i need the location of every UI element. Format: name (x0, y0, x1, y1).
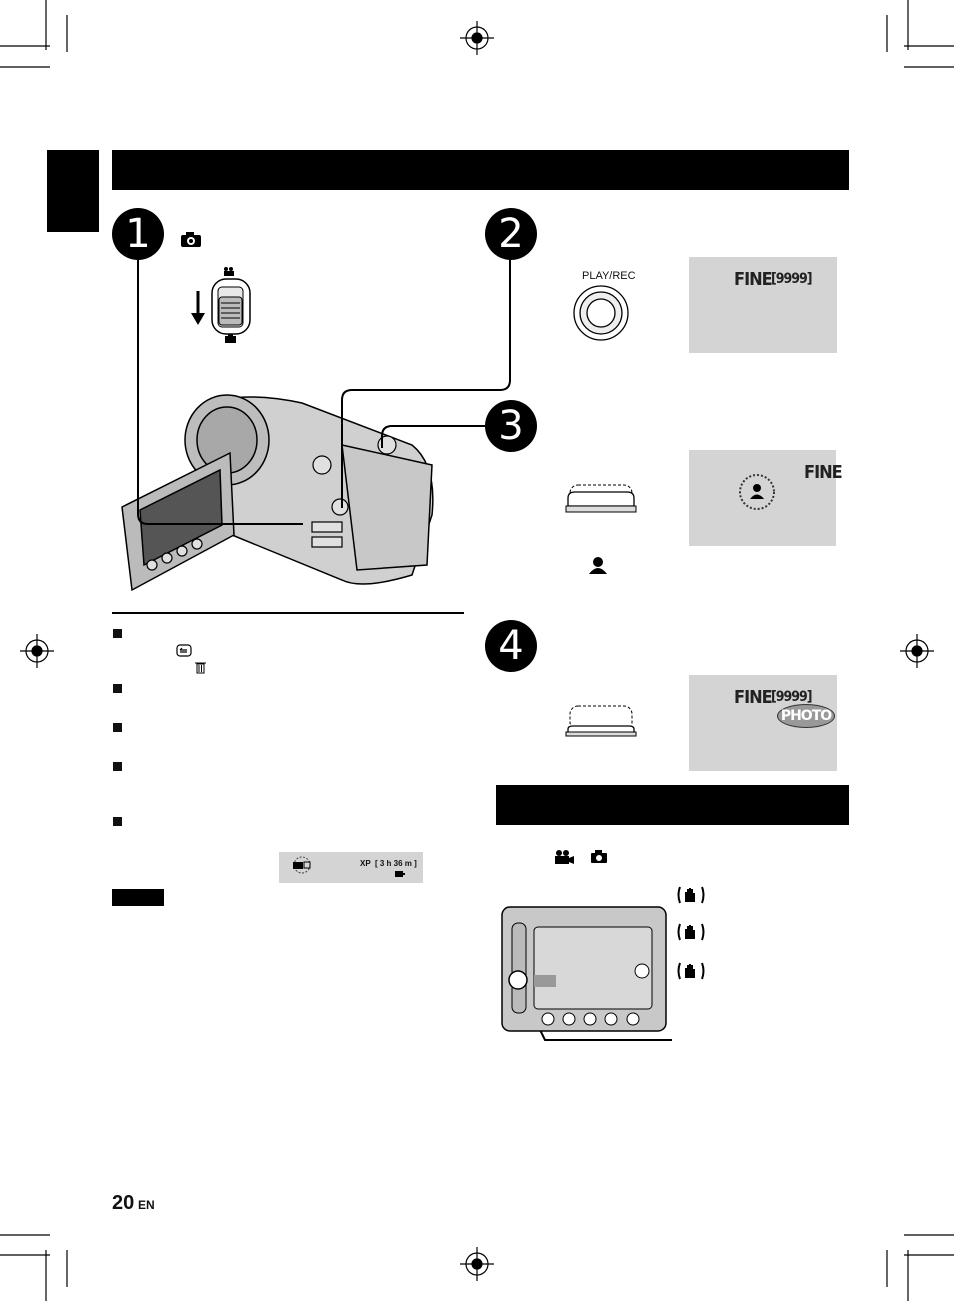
step-badge-3: 3 (485, 400, 537, 452)
stabilizer-icon (677, 886, 705, 904)
movie-icon (555, 850, 574, 864)
registration-mark-left (20, 634, 54, 668)
movie-icon (224, 267, 234, 276)
step-badge-4: 4 (485, 620, 537, 672)
bullet (113, 723, 122, 732)
camera-icon (181, 232, 201, 247)
step-badge-1: 1 (112, 208, 164, 260)
page-lang: EN (138, 1198, 155, 1212)
battery-icon (395, 871, 405, 877)
play-rec-label: PLAY/REC (582, 270, 636, 282)
bullet (113, 817, 122, 826)
trash-icon (195, 662, 206, 674)
still-mode-icon (225, 334, 236, 343)
lcd-quality: FINE (734, 269, 773, 290)
small-lcd-quality: XP (360, 859, 371, 868)
memo-bar (112, 889, 164, 906)
registration-mark-bottom (460, 1247, 494, 1281)
subsection-header-bar (496, 785, 849, 825)
camcorder-illustration (121, 394, 434, 592)
registration-mark-right (900, 634, 934, 668)
bullet (113, 762, 122, 771)
lcd-screen-step4: FINE [9999] PHOTO (689, 675, 837, 771)
lcd-monitor-illustration (501, 906, 667, 1032)
mode-arrow-icon (191, 291, 205, 325)
lcd-count: [9999] (771, 689, 813, 705)
side-tab (47, 150, 99, 232)
lcd-count: [9999] (771, 271, 813, 287)
page-number: 20 (112, 1192, 135, 1214)
left-divider (112, 612, 464, 614)
step-badge-2: 2 (485, 208, 537, 260)
lcd-quality: FINE (734, 687, 773, 708)
stabilizer-icon (677, 923, 705, 941)
bullet (113, 629, 122, 638)
shutter-half-press-icon[interactable] (565, 480, 637, 516)
movie-mode-icon (293, 856, 311, 874)
face-detect-icon (589, 557, 607, 574)
lcd-screen-step2: FINE [9999] (689, 257, 837, 353)
section-header-bar (112, 150, 849, 190)
stabilizer-off-icon (677, 962, 705, 980)
shutter-full-press-icon[interactable] (565, 703, 637, 737)
play-rec-button[interactable] (572, 284, 630, 342)
lcd-screen-step3: FINE (689, 450, 843, 546)
photo-badge: PHOTO (777, 704, 835, 728)
lcd-quality: FINE (804, 462, 843, 483)
camera-icon (591, 850, 607, 863)
small-lcd-display: XP [ 3 h 36 m ] (279, 852, 423, 883)
registration-mark-top (460, 21, 494, 55)
small-lcd-remaining: [ 3 h 36 m ] (375, 859, 417, 868)
playback-mode-icon (176, 644, 192, 657)
mode-switch[interactable] (188, 265, 258, 347)
bullet (113, 684, 122, 693)
focus-indicator-icon (739, 474, 775, 510)
